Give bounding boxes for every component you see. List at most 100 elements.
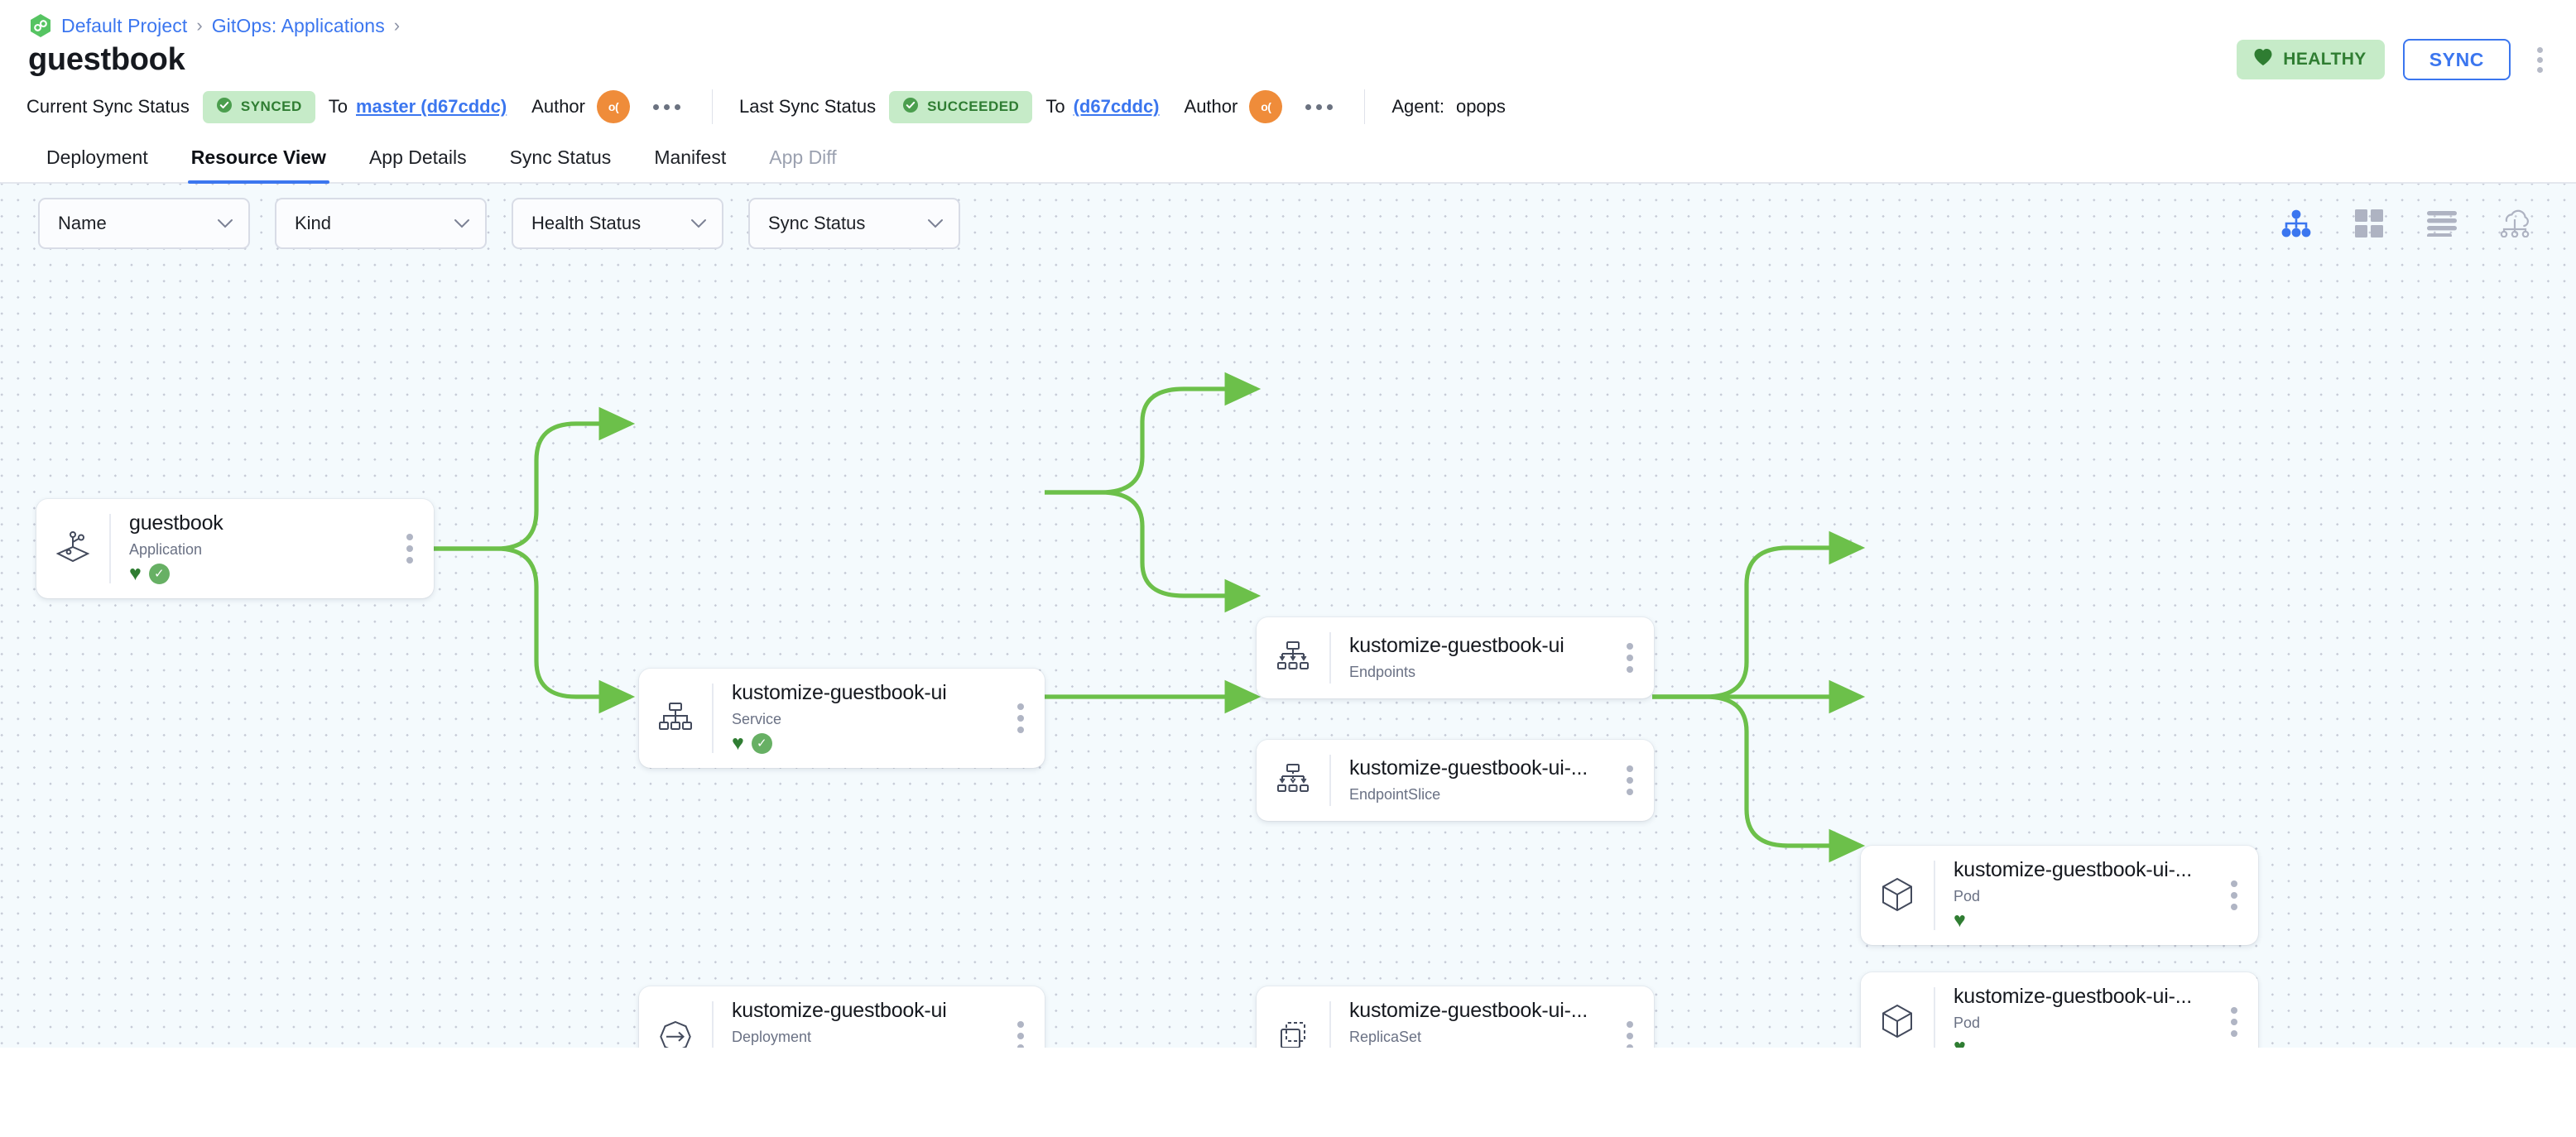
- node-divider: [1329, 755, 1331, 806]
- last-sync-status-value: SUCCEEDED: [927, 98, 1020, 114]
- list-view-icon[interactable]: [2424, 205, 2460, 242]
- sync-button[interactable]: SYNC: [2402, 39, 2511, 80]
- node-divider: [712, 684, 714, 753]
- breadcrumb: Default Project › GitOps: Applications ›: [0, 0, 2576, 37]
- sync-status-strip: Current Sync Status SYNCED To master (d6…: [0, 81, 2576, 132]
- current-author-label: Author: [531, 96, 585, 117]
- network-topology-icon[interactable]: [2497, 205, 2533, 242]
- filter-kind[interactable]: Kind: [275, 198, 487, 249]
- chevron-down-icon: [217, 216, 233, 231]
- chevron-down-icon: [690, 216, 707, 231]
- node-divider: [1934, 987, 1935, 1048]
- chevron-down-icon: [927, 216, 944, 231]
- heart-icon: ♥: [1954, 909, 1966, 933]
- filter-name-label: Name: [58, 213, 107, 233]
- tab-resource-view[interactable]: Resource View: [170, 146, 348, 184]
- current-sync-status-label: Current Sync Status: [26, 96, 190, 117]
- node-title: kustomize-guestbook-ui-...: [1954, 986, 2192, 1008]
- node-title: kustomize-guestbook-ui: [1349, 635, 1564, 658]
- node-menu-icon[interactable]: [386, 499, 434, 598]
- graph-node-service[interactable]: kustomize-guestbook-ui Service ♥ ✓: [639, 669, 1045, 768]
- current-revision-link[interactable]: master (d67cddc): [355, 96, 507, 117]
- check-circle-icon: [216, 97, 233, 118]
- status-badge-last-sync: SUCCEEDED: [889, 90, 1033, 123]
- heart-icon: ♥: [1954, 1035, 1966, 1048]
- graph-node-deployment[interactable]: kustomize-guestbook-ui Deployment ♥ ✓: [639, 986, 1045, 1048]
- node-title: kustomize-guestbook-ui: [732, 682, 947, 704]
- tab-app-details[interactable]: App Details: [368, 146, 467, 168]
- graph-node-pod[interactable]: kustomize-guestbook-ui-... Pod ♥: [1861, 846, 2258, 945]
- view-mode-group: [2278, 205, 2541, 242]
- gitops-hexagon-icon: [28, 12, 53, 39]
- heart-icon: [2253, 48, 2273, 71]
- filter-sync-status[interactable]: Sync Status: [748, 198, 960, 249]
- node-menu-icon[interactable]: [1606, 617, 1654, 698]
- node-divider: [1934, 861, 1935, 930]
- pod-icon: [1861, 846, 1934, 945]
- node-status: ♥ ✓: [129, 562, 386, 586]
- node-menu-icon[interactable]: [997, 986, 1045, 1048]
- heart-icon: ♥: [732, 732, 744, 756]
- last-revision-link[interactable]: (d67cddc): [1073, 96, 1160, 117]
- current-to-word: To: [328, 96, 348, 117]
- node-divider: [712, 1001, 714, 1048]
- graph-node-pod[interactable]: kustomize-guestbook-ui-... Pod ♥: [1861, 972, 2258, 1048]
- filter-name[interactable]: Name: [38, 198, 250, 249]
- node-menu-icon[interactable]: [2210, 972, 2258, 1048]
- last-sync-status-label: Last Sync Status: [739, 96, 877, 117]
- breadcrumb-separator: ›: [196, 15, 203, 36]
- endpoints-icon: [1257, 617, 1329, 698]
- node-kind: Deployment: [732, 1028, 812, 1045]
- status-badge-health: HEALTHY: [2237, 40, 2385, 79]
- tab-deployment[interactable]: Deployment: [46, 146, 148, 168]
- node-menu-icon[interactable]: [997, 669, 1045, 768]
- tab-manifest[interactable]: Manifest: [654, 146, 727, 168]
- endpointslice-icon: [1257, 740, 1329, 821]
- heart-icon: ♥: [129, 562, 142, 586]
- app-header: Default Project › GitOps: Applications ›…: [0, 0, 2576, 184]
- node-body: kustomize-guestbook-ui-... Pod ♥: [1935, 846, 2210, 945]
- kebab-horizontal-icon[interactable]: [648, 98, 685, 117]
- node-menu-icon[interactable]: [2210, 846, 2258, 945]
- filter-health-status[interactable]: Health Status: [512, 198, 723, 249]
- node-body: guestbook Application ♥ ✓: [111, 499, 386, 598]
- graph-node-application[interactable]: guestbook Application ♥ ✓: [36, 499, 434, 598]
- node-body: kustomize-guestbook-ui Endpoints: [1331, 617, 1606, 698]
- page-title: guestbook: [28, 42, 185, 77]
- resource-graph-canvas[interactable]: Name Kind Health Status Sync Status: [0, 184, 2576, 1048]
- node-kind: ReplicaSet: [1349, 1028, 1422, 1045]
- filter-sync-status-label: Sync Status: [768, 213, 866, 233]
- node-kind: Pod: [1954, 1014, 1981, 1031]
- breadcrumb-link-gitops-applications[interactable]: GitOps: Applications: [211, 14, 385, 36]
- tree-view-icon[interactable]: [2278, 205, 2314, 242]
- node-body: kustomize-guestbook-ui-... Pod ♥: [1935, 972, 2210, 1048]
- breadcrumb-link-default-project[interactable]: Default Project: [61, 14, 188, 36]
- grid-view-icon[interactable]: [2351, 205, 2387, 242]
- avatar: o(: [597, 90, 630, 123]
- kebab-horizontal-icon[interactable]: [1300, 98, 1338, 117]
- pod-icon: [1861, 972, 1934, 1048]
- last-author-label: Author: [1184, 96, 1238, 117]
- graph-node-endpoints[interactable]: kustomize-guestbook-ui Endpoints: [1257, 617, 1654, 698]
- graph-toolbar: Name Kind Health Status Sync Status: [0, 184, 2576, 263]
- divider: [712, 89, 713, 124]
- node-kind: Service: [732, 710, 782, 727]
- node-title: kustomize-guestbook-ui: [732, 1000, 947, 1022]
- node-body: kustomize-guestbook-ui-... ReplicaSet ♥: [1331, 986, 1606, 1048]
- divider: [1364, 89, 1366, 124]
- chevron-down-icon: [454, 216, 470, 231]
- check-circle-icon: [902, 97, 919, 118]
- graph-node-replicaset[interactable]: kustomize-guestbook-ui-... ReplicaSet ♥: [1257, 986, 1654, 1048]
- tab-sync-status[interactable]: Sync Status: [509, 146, 612, 168]
- breadcrumb-separator: ›: [393, 15, 401, 36]
- node-kind: EndpointSlice: [1349, 785, 1441, 803]
- node-menu-icon[interactable]: [1606, 986, 1654, 1048]
- kebab-vertical-icon[interactable]: [2529, 42, 2551, 78]
- service-icon: [639, 669, 712, 768]
- node-menu-icon[interactable]: [1606, 740, 1654, 821]
- node-divider: [109, 514, 111, 583]
- node-body: kustomize-guestbook-ui Service ♥ ✓: [714, 669, 997, 768]
- node-status: ♥: [1954, 1037, 2210, 1048]
- deployment-icon: [639, 986, 712, 1048]
- graph-node-endpointslice[interactable]: kustomize-guestbook-ui-... EndpointSlice: [1257, 740, 1654, 821]
